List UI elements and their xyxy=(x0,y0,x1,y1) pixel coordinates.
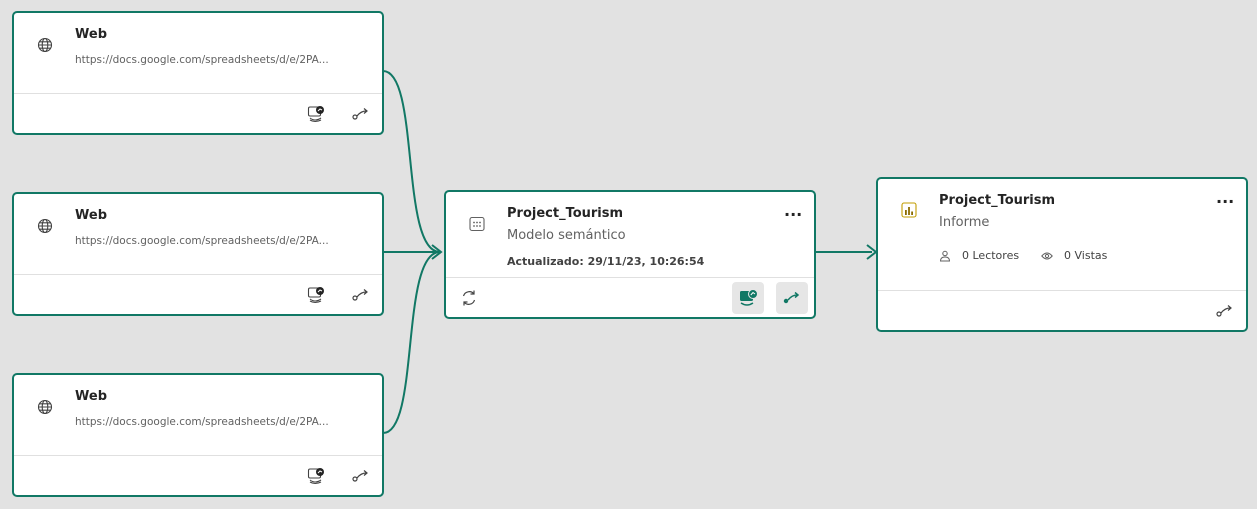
card-footer xyxy=(446,277,814,317)
lineage-icon xyxy=(783,291,800,304)
semantic-model-card[interactable]: Project_Tourism Modelo semántico Actuali… xyxy=(444,190,816,319)
source-url: https://docs.google.com/spreadsheets/d/e… xyxy=(75,54,329,66)
lineage-button[interactable] xyxy=(776,282,808,314)
readers-count: 0 Lectores xyxy=(962,249,1020,262)
source-url: https://docs.google.com/spreadsheets/d/e… xyxy=(75,235,329,247)
semantic-model-icon xyxy=(469,216,485,232)
gateway-icon[interactable] xyxy=(307,286,325,304)
eye-icon xyxy=(1041,252,1053,260)
lineage-icon[interactable] xyxy=(1216,304,1234,318)
model-updated: Actualizado: 29/11/23, 10:26:54 xyxy=(507,255,705,268)
report-title: Project_Tourism xyxy=(939,193,1056,208)
source-card-2[interactable]: Web https://docs.google.com/spreadsheets… xyxy=(12,192,384,316)
lineage-icon[interactable] xyxy=(352,469,370,483)
more-options-button[interactable]: ... xyxy=(1216,188,1235,207)
report-type: Informe xyxy=(939,215,990,230)
source-title: Web xyxy=(75,389,107,404)
model-type: Modelo semántico xyxy=(507,228,626,243)
globe-icon xyxy=(37,218,53,234)
more-options-button[interactable]: ... xyxy=(784,201,803,220)
lineage-icon[interactable] xyxy=(352,288,370,302)
gateway-icon[interactable] xyxy=(307,467,325,485)
refresh-icon[interactable] xyxy=(460,289,478,307)
person-icon xyxy=(939,250,951,262)
gateway-icon[interactable] xyxy=(307,105,325,123)
card-footer xyxy=(14,455,382,495)
report-card[interactable]: Project_Tourism Informe 0 Lectores 0 Vis… xyxy=(876,177,1248,332)
source-url: https://docs.google.com/spreadsheets/d/e… xyxy=(75,416,329,428)
source-card-1[interactable]: Web https://docs.google.com/spreadsheets… xyxy=(12,11,384,135)
gateway-button[interactable] xyxy=(732,282,764,314)
gateway-icon xyxy=(740,289,758,306)
source-title: Web xyxy=(75,27,107,42)
model-title: Project_Tourism xyxy=(507,206,624,221)
card-footer xyxy=(878,290,1246,330)
globe-icon xyxy=(37,37,53,53)
report-icon xyxy=(901,202,917,218)
lineage-icon[interactable] xyxy=(352,107,370,121)
source-title: Web xyxy=(75,208,107,223)
card-footer xyxy=(14,93,382,133)
card-footer xyxy=(14,274,382,314)
views-count: 0 Vistas xyxy=(1064,249,1108,262)
globe-icon xyxy=(37,399,53,415)
source-card-3[interactable]: Web https://docs.google.com/spreadsheets… xyxy=(12,373,384,497)
